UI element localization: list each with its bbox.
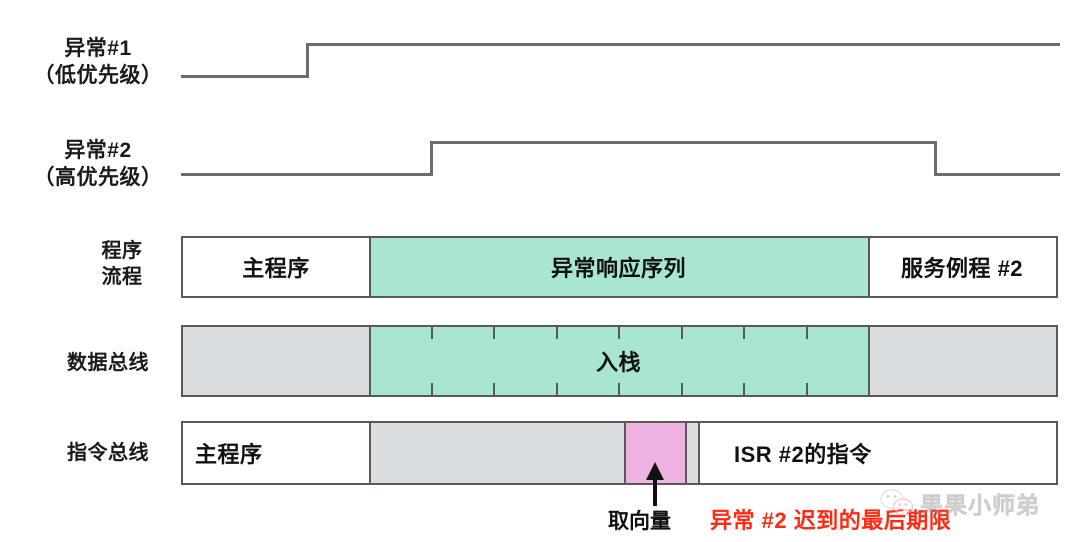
segment-label: 主程序 [242,256,310,281]
cycle-tick [556,327,558,339]
segment-divider [868,327,870,395]
segment-label: 入栈 [595,350,641,375]
segment-data-idle-right [868,327,1056,395]
segment-instr-main-program: 主程序 [183,423,369,483]
cycle-tick [431,383,433,395]
wave-low-segment-right [934,173,1060,176]
cycle-tick [556,383,558,395]
row-label-data-bus: 数据总线 [67,352,149,374]
segment-divider [624,423,626,483]
row-data-bus: 入栈 [181,325,1058,397]
cycle-tick [431,327,433,339]
segment-main-program: 主程序 [183,238,369,296]
cycle-tick [743,383,745,395]
cycle-tick [806,327,808,339]
segment-label: 异常响应序列 [550,256,686,281]
row-instruction-bus: 主程序 ISR #2的指令 [181,421,1058,485]
signal-label-exception-1: 异常#1 （低优先级） [33,37,163,87]
wave-high-segment [430,141,937,144]
wave-low-segment-left [181,173,433,176]
signal-label-exception-2: 异常#2 （高优先级） [33,139,163,189]
annotation-vector-fetch-label: 取向量 [608,510,671,533]
segment-divider [369,238,371,296]
row-label-program-flow: 程序 流程 [101,240,143,288]
segment-divider [685,423,687,483]
segment-divider [868,238,870,296]
segment-data-idle-left [183,327,369,395]
wave-rising-edge [306,43,309,78]
cycle-tick [618,383,620,395]
cycle-tick [681,327,683,339]
segment-divider [369,327,371,395]
vector-fetch-arrow-icon [646,462,664,506]
segment-instr-idle [369,423,624,483]
cycle-tick [806,383,808,395]
segment-label: 主程序 [195,442,263,467]
row-label-instruction-bus: 指令总线 [67,442,149,464]
wave-falling-edge [934,141,937,176]
cycle-tick [743,327,745,339]
wave-low-segment [181,75,309,78]
segment-service-routine-2: 服务例程 #2 [868,238,1056,296]
segment-label: 服务例程 #2 [900,256,1024,281]
cycle-tick [618,327,620,339]
wave-high-segment [306,43,1060,46]
annotation-late-arrival-deadline: 异常 #2 迟到的最后期限 [710,508,952,533]
cycle-tick [493,383,495,395]
segment-divider [698,423,700,483]
wave-rising-edge [430,141,433,176]
segment-isr2-instructions: ISR #2的指令 [698,423,1056,483]
cycle-tick [681,383,683,395]
segment-label: ISR #2的指令 [734,442,872,467]
segment-instr-gap [685,423,698,483]
segment-divider [369,423,371,483]
row-program-flow: 主程序 异常响应序列 服务例程 #2 [181,236,1058,298]
cycle-tick [493,327,495,339]
segment-exception-response-sequence: 异常响应序列 [369,238,868,296]
